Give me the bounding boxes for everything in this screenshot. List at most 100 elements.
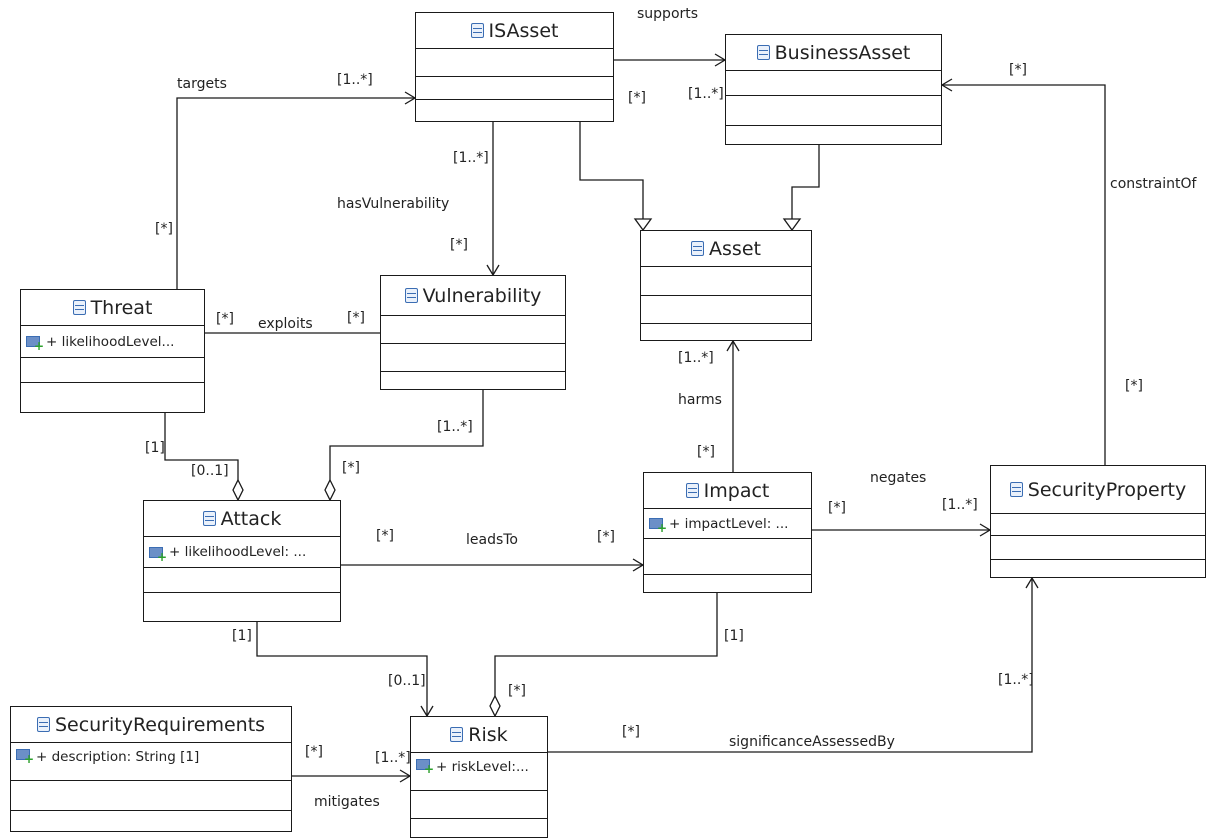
association-label-hasvulnerability: hasVulnerability <box>337 196 450 212</box>
attributes-section <box>381 316 565 344</box>
operations-section <box>644 539 811 575</box>
class-header: SecurityProperty <box>991 466 1205 514</box>
multiplicity-label: [1..*] <box>375 750 411 766</box>
class-name: ISAsset <box>488 19 559 42</box>
multiplicity-label: [0..1] <box>191 463 229 479</box>
multiplicity-label: [*] <box>347 310 365 326</box>
class-name: SecurityRequirements <box>54 713 266 736</box>
operations-section <box>11 781 291 811</box>
class-header: Attack <box>144 501 340 537</box>
class-risk[interactable]: Risk + riskLevel:... <box>410 716 548 838</box>
attribute-row[interactable]: + likelihoodLevel... <box>21 326 204 358</box>
businessasset-generalization-line[interactable] <box>791 145 820 219</box>
attack-risk-line[interactable] <box>256 622 428 716</box>
class-header: ISAsset <box>416 13 613 49</box>
impact-risk-line[interactable] <box>494 593 718 696</box>
class-isasset[interactable]: ISAsset <box>415 12 614 122</box>
vulnerability-attack-diamond <box>324 478 336 502</box>
attribute-row[interactable]: + likelihoodLevel: ... <box>144 537 340 568</box>
attribute-text: + impactLevel: ... <box>669 515 789 532</box>
association-label-harms: harms <box>678 392 722 408</box>
attribute-icon <box>26 336 44 352</box>
multiplicity-label: [1..*] <box>688 86 724 102</box>
multiplicity-label: [1] <box>145 440 165 456</box>
threat-attack-diamond <box>232 478 244 502</box>
constraintof-line[interactable] <box>942 84 1106 465</box>
attribute-icon <box>649 518 667 534</box>
multiplicity-label: [1..*] <box>453 150 489 166</box>
multiplicity-label: [*] <box>628 90 646 106</box>
attribute-row[interactable]: + riskLevel:... <box>411 753 547 791</box>
operations-section <box>21 358 204 383</box>
vulnerability-attack-line[interactable] <box>329 390 484 480</box>
multiplicity-label: [*] <box>697 444 715 460</box>
multiplicity-label: [1] <box>724 628 744 644</box>
class-header: Impact <box>644 473 811 509</box>
attribute-text: + likelihoodLevel... <box>46 333 175 350</box>
multiplicity-label: [*] <box>1009 62 1027 78</box>
class-threat[interactable]: Threat + likelihoodLevel... <box>20 289 205 413</box>
class-impact[interactable]: Impact + impactLevel: ... <box>643 472 812 593</box>
class-attack[interactable]: Attack + likelihoodLevel: ... <box>143 500 341 622</box>
multiplicity-label: [*] <box>376 528 394 544</box>
association-label-exploits: exploits <box>258 316 313 332</box>
class-icon <box>450 727 464 742</box>
class-name: SecurityProperty <box>1027 478 1187 501</box>
attribute-text: + likelihoodLevel: ... <box>169 544 307 560</box>
operations-section <box>641 296 811 324</box>
association-label-constraintof: constraintOf <box>1110 176 1197 192</box>
association-label-supports: supports <box>637 6 699 22</box>
class-icon <box>202 511 216 526</box>
operations-section <box>381 344 565 372</box>
class-securityproperty[interactable]: SecurityProperty <box>990 465 1206 578</box>
attribute-text: + description: String [1] <box>36 749 200 765</box>
class-businessasset[interactable]: BusinessAsset <box>725 34 942 145</box>
class-icon <box>72 300 86 315</box>
class-name: BusinessAsset <box>774 41 911 64</box>
multiplicity-label: [1..*] <box>942 497 978 513</box>
multiplicity-label: [1] <box>232 628 252 644</box>
operations-section <box>991 536 1205 560</box>
class-header: Threat <box>21 290 204 326</box>
significanceassessedby-line[interactable] <box>548 578 1033 753</box>
association-label-leadsto: leadsTo <box>466 532 519 548</box>
operations-section <box>726 96 941 126</box>
businessasset-generalization-triangle <box>782 218 802 232</box>
attributes-section <box>416 49 613 77</box>
operations-section <box>411 791 547 819</box>
attribute-icon <box>416 759 434 775</box>
class-name: Asset <box>709 237 761 260</box>
isasset-generalization-line[interactable] <box>579 122 644 219</box>
class-icon <box>756 45 770 60</box>
class-securityrequirements[interactable]: SecurityRequirements + description: Stri… <box>10 706 292 832</box>
isasset-generalization-triangle <box>633 218 653 232</box>
attributes-section <box>991 514 1205 536</box>
threat-attack-line[interactable] <box>164 413 239 480</box>
multiplicity-label: [1..*] <box>437 419 473 435</box>
attribute-row[interactable]: + description: String [1] <box>11 743 291 781</box>
multiplicity-label: [*] <box>155 221 173 237</box>
multiplicity-label: [0..1] <box>388 673 426 689</box>
class-name: Impact <box>703 479 770 502</box>
class-icon <box>691 241 705 256</box>
impact-risk-diamond <box>489 694 501 718</box>
attribute-text: + riskLevel:... <box>436 759 529 775</box>
harms-arrowhead <box>726 339 740 352</box>
class-header: Vulnerability <box>381 276 565 316</box>
association-label-negates: negates <box>870 470 927 486</box>
class-icon <box>404 288 418 303</box>
multiplicity-label: [*] <box>305 744 323 760</box>
multiplicity-label: [*] <box>828 500 846 516</box>
class-header: Risk <box>411 717 547 753</box>
association-label-targets: targets <box>177 76 227 92</box>
targets-line[interactable] <box>176 97 415 289</box>
attribute-icon <box>149 546 167 563</box>
multiplicity-label: [1..*] <box>337 72 373 88</box>
class-vulnerability[interactable]: Vulnerability <box>380 275 566 390</box>
class-asset[interactable]: Asset <box>640 230 812 341</box>
class-icon <box>470 23 484 38</box>
class-header: Asset <box>641 231 811 267</box>
attributes-section <box>726 71 941 96</box>
attribute-row[interactable]: + impactLevel: ... <box>644 509 811 539</box>
